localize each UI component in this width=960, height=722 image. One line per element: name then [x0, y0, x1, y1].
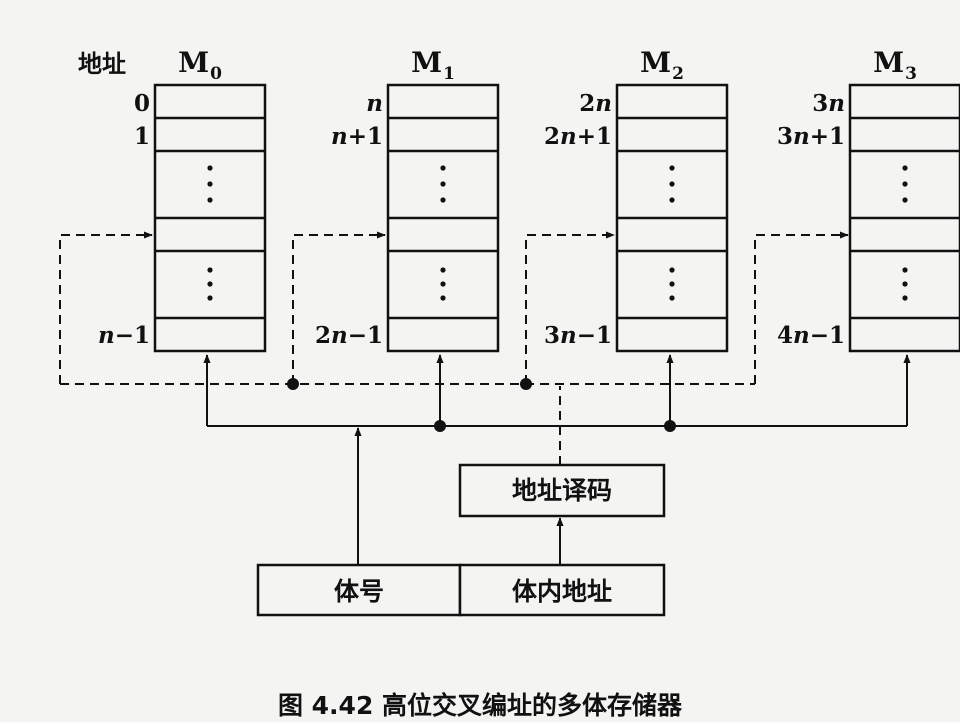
address-label-last: n−1 [98, 322, 150, 349]
select-line-m2 [525, 231, 615, 384]
module-title-name: M [411, 46, 442, 79]
memory-module-3: M3 3n 3n+1 4n−1 [777, 46, 960, 353]
address-label-second: n+1 [331, 123, 383, 150]
ellipsis-dot [669, 165, 675, 171]
ellipsis-dot [207, 295, 213, 301]
ellipsis-dot [902, 181, 908, 187]
ellipsis-dot [207, 181, 213, 187]
bank-number-field [256, 563, 462, 617]
ellipsis-dot [440, 295, 446, 301]
decoder-label: 地址译码 [512, 476, 612, 505]
address-label-second: 3n+1 [777, 123, 845, 150]
module-title: M1 [411, 46, 455, 84]
ellipsis-dot [207, 267, 213, 273]
ellipsis-dot [440, 165, 446, 171]
select-line-m3 [754, 231, 849, 384]
address-label-first: n [366, 90, 383, 117]
module-title: M3 [873, 46, 917, 84]
ellipsis-dot [669, 267, 675, 273]
ellipsis-dot [669, 295, 675, 301]
module-title-subscript: 1 [443, 64, 455, 84]
module-title: M0 [178, 46, 222, 84]
bank-select-bus [203, 354, 911, 565]
address-label-last: 3n−1 [544, 322, 612, 349]
address-register: 体号 体内地址 [256, 563, 666, 617]
ellipsis-dot [902, 295, 908, 301]
ellipsis-dot [440, 197, 446, 203]
memory-module-1: M1 n n+1 2n−1 [315, 46, 500, 353]
address-label-second: 1 [134, 123, 150, 150]
bank-number-label: 体号 [334, 577, 384, 606]
ellipsis-dot [669, 197, 675, 203]
in-bank-address-field [458, 563, 666, 617]
memory-modules: M001n−1M1nn+12n−1M22n2n+13n−1M33n3n+14n−… [98, 46, 960, 353]
select-line-m0 [59, 231, 153, 384]
address-label-last: 2n−1 [315, 322, 383, 349]
module-title: M2 [640, 46, 684, 84]
ellipsis-dot [902, 267, 908, 273]
junction-dot [520, 378, 532, 390]
address-label-second: 2n+1 [544, 123, 612, 150]
module-title-subscript: 3 [905, 64, 917, 84]
select-line-m1 [292, 231, 386, 384]
address-header-label: 地址 [78, 50, 126, 78]
ellipsis-dot [902, 197, 908, 203]
in-bank-address-label: 体内地址 [512, 577, 612, 606]
junction-dot [664, 420, 676, 432]
ellipsis-dot [207, 165, 213, 171]
ellipsis-dot [207, 197, 213, 203]
ellipsis-dot [440, 281, 446, 287]
module-title-name: M [178, 46, 209, 79]
address-label-first: 3n [812, 90, 845, 117]
ellipsis-dot [440, 267, 446, 273]
address-decoder: 地址译码 [458, 463, 666, 518]
module-title-subscript: 0 [210, 64, 222, 84]
module-title-subscript: 2 [672, 64, 684, 84]
decoder-box [458, 463, 666, 518]
module-title-name: M [873, 46, 904, 79]
memory-module-2: M2 2n 2n+1 3n−1 [544, 46, 729, 353]
ellipsis-dot [440, 181, 446, 187]
junction-dot [434, 420, 446, 432]
address-label-last: 4n−1 [777, 322, 845, 349]
ellipsis-dot [902, 165, 908, 171]
ellipsis-dot [669, 281, 675, 287]
decoder-select-lines [59, 231, 849, 465]
junction-dot [287, 378, 299, 390]
ellipsis-dot [902, 281, 908, 287]
address-label-first: 0 [134, 90, 150, 117]
figure-caption: 图 4.42 高位交叉编址的多体存储器 [278, 691, 683, 720]
address-label-first: 2n [579, 90, 612, 117]
ellipsis-dot [669, 181, 675, 187]
module-title-name: M [640, 46, 671, 79]
ellipsis-dot [207, 281, 213, 287]
